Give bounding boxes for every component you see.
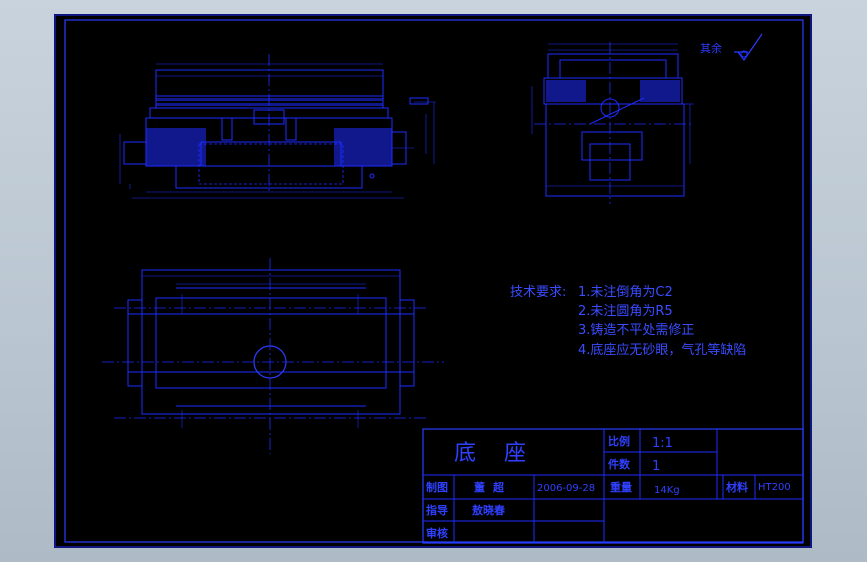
qty-value: 1: [652, 459, 660, 474]
side-section-view: [531, 42, 694, 204]
tech-req-item-3: 3.铸造不平处需修正: [578, 322, 694, 338]
outer-frame: [54, 14, 812, 548]
tech-req-item-1: 1.未注倒角为C2: [578, 285, 673, 300]
drawn-name: 董超: [474, 480, 512, 494]
tech-requirements: 技术要求: 1.未注倒角为C2 2.未注圆角为R5 3.铸造不平处需修正 4.底…: [510, 285, 746, 358]
roughness-symbol: 其余: [700, 33, 763, 62]
qty-label: 件数: [608, 457, 631, 471]
drawn-date: 2006-09-28: [537, 483, 595, 494]
cad-drawing: 其余 技术要求: 1.未注倒角为C2 2.未注圆角为R5 3.铸造不平处需修正 …: [54, 14, 812, 548]
scale-value: 1:1: [652, 436, 673, 451]
roughness-label: 其余: [700, 41, 722, 55]
material-label: 材料: [726, 480, 748, 494]
scale-label: 比例: [608, 434, 630, 448]
guide-name: 敖晓春: [472, 503, 506, 517]
inner-frame: [64, 19, 804, 543]
tech-req-title: 技术要求:: [510, 285, 566, 300]
review-label: 审核: [426, 526, 448, 540]
tech-req-item-2: 2.未注圆角为R5: [578, 304, 673, 319]
tech-req-item-4: 4.底座应无砂眼，气孔等缺陷: [578, 342, 746, 358]
guide-label: 指导: [426, 503, 448, 517]
drawn-label: 制图: [426, 480, 448, 494]
drawing-sheet: 其余 技术要求: 1.未注倒角为C2 2.未注圆角为R5 3.铸造不平处需修正 …: [54, 14, 812, 548]
weight-value: 14Kg: [654, 485, 680, 496]
part-name: 底座: [454, 441, 554, 466]
front-section-view: [119, 54, 436, 199]
material-value: HT200: [758, 482, 791, 493]
weight-label: 重量: [610, 480, 632, 494]
title-block: 底座 比例 1:1 件数 1 制图 董超 2006-09-28 重量 14Kg …: [422, 428, 804, 544]
plan-view: [102, 258, 444, 454]
